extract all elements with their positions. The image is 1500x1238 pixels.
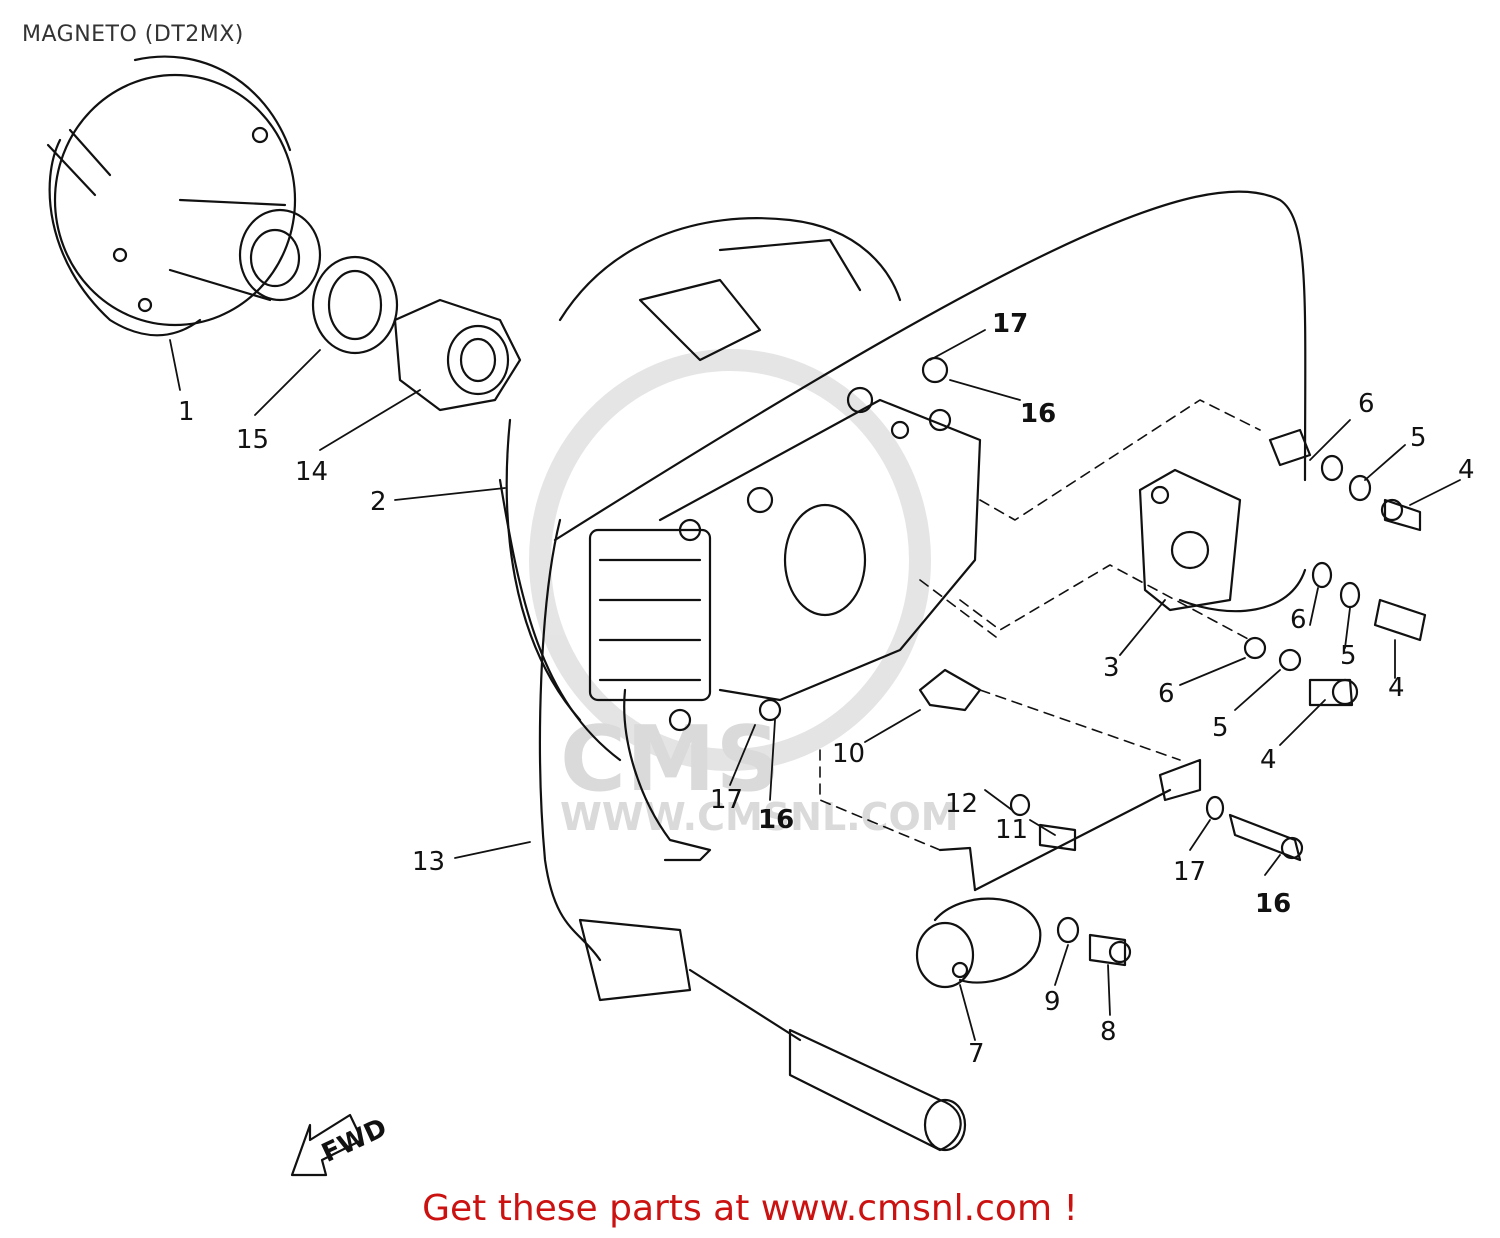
callout-17: 17 — [992, 309, 1028, 339]
callout-13: 13 — [412, 847, 445, 877]
callout-1: 1 — [178, 397, 195, 427]
plate-part-10 — [918, 668, 982, 712]
callout-14: 14 — [295, 457, 328, 487]
condenser-part-7 — [915, 758, 1202, 989]
callout-4c: 4 — [1388, 673, 1405, 703]
callout-9: 9 — [1044, 987, 1061, 1017]
screws-and-washers — [1009, 454, 1427, 967]
callout-5c: 5 — [1340, 641, 1357, 671]
cmsnl-parts-link[interactable]: Get these parts at www.cmsnl.com ! — [422, 1188, 1078, 1229]
stator-plate-part-2 — [498, 217, 982, 762]
callout-3: 3 — [1103, 653, 1120, 683]
washer-part-15 — [311, 255, 399, 355]
callout-17b: 17 — [710, 785, 743, 815]
callout-4: 4 — [1458, 455, 1475, 485]
callout-17c: 17 — [1173, 857, 1206, 887]
flywheel-rotor-part — [46, 55, 322, 337]
fwd-label: FWD — [317, 1113, 391, 1169]
callout-8: 8 — [1100, 1017, 1117, 1047]
callout-5b: 5 — [1212, 713, 1229, 743]
callout-6b: 6 — [1158, 679, 1175, 709]
callout-12: 12 — [945, 789, 978, 819]
callout-numbers: 1 15 14 2 17 16 6 5 4 3 6 5 4 6 5 4 10 1… — [178, 309, 1475, 1069]
callout-2: 2 — [370, 487, 387, 517]
callout-5: 5 — [1410, 423, 1427, 453]
watermark-url: WWW.CMSNL.COM — [560, 795, 959, 839]
callout-15: 15 — [236, 425, 269, 455]
callout-11: 11 — [995, 815, 1028, 845]
callout-16c: 16 — [1255, 889, 1291, 919]
page-title: MAGNETO (DT2MX) — [22, 22, 244, 47]
forward-arrow-icon — [290, 1113, 364, 1177]
callout-16b: 16 — [758, 805, 794, 835]
callout-10: 10 — [832, 739, 865, 769]
nut-part-14 — [393, 298, 522, 412]
lead-wire-part-13 — [538, 190, 1307, 1152]
callout-4b: 4 — [1260, 745, 1277, 775]
callout-6c: 6 — [1290, 605, 1307, 635]
contact-breaker-part-3 — [1138, 428, 1312, 613]
callout-6: 6 — [1358, 389, 1375, 419]
callout-7: 7 — [968, 1039, 985, 1069]
leader-lines — [169, 329, 1461, 1041]
callout-16: 16 — [1020, 399, 1056, 429]
assembly-lines — [819, 399, 1261, 851]
